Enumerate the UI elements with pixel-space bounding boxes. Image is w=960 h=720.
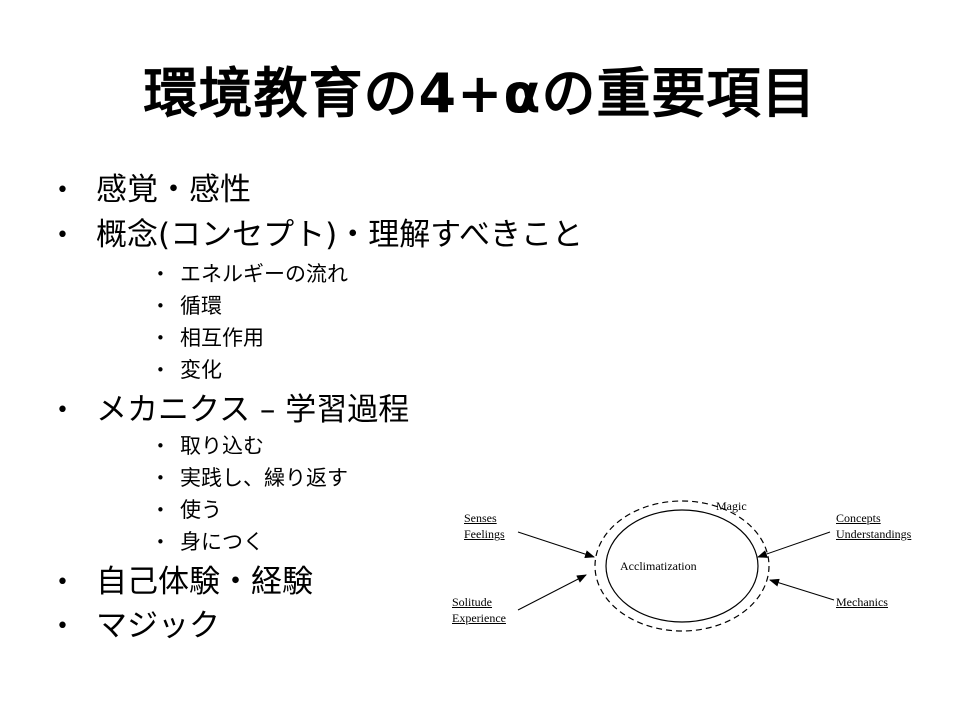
bullet-icon: • xyxy=(56,223,69,248)
outer-dashed-ellipse xyxy=(594,500,770,632)
experience-label: Experience xyxy=(452,611,506,625)
arrow-senses xyxy=(517,531,595,558)
arrow-concepts xyxy=(757,531,831,558)
feelings-label: Feelings xyxy=(464,527,505,541)
sub-bullet-item: • 相互作用 xyxy=(156,324,264,352)
sub-bullet-item: • 取り込む xyxy=(156,432,264,460)
sub-bullet-text: 実践し、繰り返す xyxy=(180,466,348,490)
sub-bullet-text: エネルギーの流れ xyxy=(180,262,348,286)
sub-bullet-text: 相互作用 xyxy=(180,326,264,350)
inner-ellipse xyxy=(605,509,759,623)
bullet-item: • マジック xyxy=(56,606,220,647)
sub-bullet-item: • 実践し、繰り返す xyxy=(156,464,348,492)
bullet-text: 感覚・感性 xyxy=(96,172,251,208)
bullet-icon: • xyxy=(156,265,165,283)
sub-bullet-item: • エネルギーの流れ xyxy=(156,260,348,288)
magic-label: Magic xyxy=(716,499,747,513)
center-label: Acclimatization xyxy=(620,559,697,573)
bullet-text: 概念(コンセプト)・理解すべきこと xyxy=(96,217,584,253)
bullet-icon: • xyxy=(56,614,69,639)
bullet-icon: • xyxy=(56,398,69,423)
solitude-label: Solitude xyxy=(452,595,493,609)
sub-bullet-text: 循環 xyxy=(180,294,222,318)
bullet-icon: • xyxy=(156,501,165,519)
concepts-label: Concepts xyxy=(836,511,881,525)
bullet-icon: • xyxy=(156,329,165,347)
arrow-mechanics xyxy=(769,578,835,601)
arrow-solitude xyxy=(517,574,587,611)
understandings-label: Understandings xyxy=(836,527,912,541)
sub-bullet-item: • 身につく xyxy=(156,528,264,556)
acclimatization-diagram: Acclimatization Magic Senses Feelings Co… xyxy=(440,490,960,640)
sub-bullet-item: • 循環 xyxy=(156,292,222,320)
bullet-item: • 自己体験・経験 xyxy=(56,562,313,603)
sub-bullet-text: 使う xyxy=(180,498,222,522)
bullet-icon: • xyxy=(156,297,165,315)
bullet-text: メカニクス – 学習過程 xyxy=(96,392,410,428)
bullet-text: 自己体験・経験 xyxy=(96,564,313,600)
bullet-icon: • xyxy=(156,533,165,551)
bullet-item: • メカニクス – 学習過程 xyxy=(56,390,409,431)
bullet-item: • 感覚・感性 xyxy=(56,170,251,211)
bullet-icon: • xyxy=(156,437,165,455)
senses-label: Senses xyxy=(464,511,497,525)
diagram-graphic xyxy=(517,500,835,632)
bullet-icon: • xyxy=(56,178,69,203)
slide-title: 環境教育の4+αの重要項目 xyxy=(143,62,817,125)
bullet-icon: • xyxy=(156,469,165,487)
bullet-icon: • xyxy=(156,361,165,379)
sub-bullet-text: 身につく xyxy=(180,530,264,554)
sub-bullet-text: 変化 xyxy=(180,358,222,382)
bullet-icon: • xyxy=(56,570,69,595)
sub-bullet-text: 取り込む xyxy=(180,434,264,458)
bullet-item: • 概念(コンセプト)・理解すべきこと xyxy=(56,215,583,256)
sub-bullet-item: • 変化 xyxy=(156,356,222,384)
sub-bullet-item: • 使う xyxy=(156,496,222,524)
bullet-text: マジック xyxy=(96,608,220,644)
mechanics-label: Mechanics xyxy=(836,595,888,609)
